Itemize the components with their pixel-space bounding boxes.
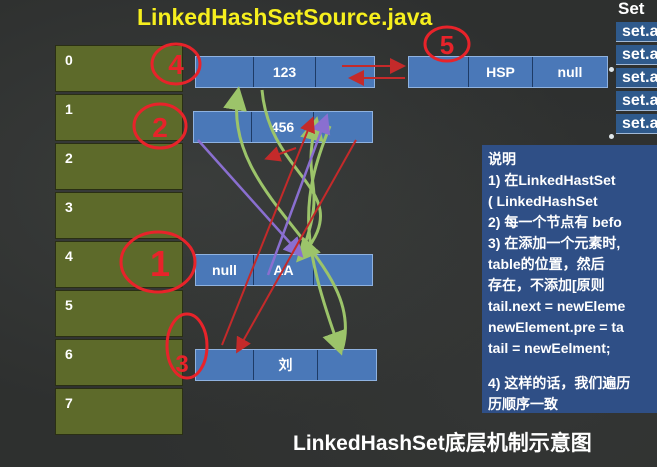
node-aa-before: null — [196, 255, 254, 285]
code-header: Set — [618, 0, 645, 18]
code-line-4: set.a — [616, 91, 657, 111]
node-456-before — [194, 112, 252, 142]
explanation-line: 4) 这样的话，我们遍历 — [488, 375, 631, 391]
table-cell-1: 1 — [55, 94, 183, 141]
diagram-title: LinkedHashSetSource.java — [137, 4, 433, 30]
diagram-footer-caption: LinkedHashSet底层机制示意图 — [293, 432, 592, 455]
node-liu: 刘 — [195, 349, 377, 381]
node-liu-after — [318, 350, 376, 380]
explanation-line: newElement.pre = ta — [488, 319, 624, 335]
explanation-line: table的位置，然后 — [488, 256, 605, 272]
node-456-after — [314, 112, 372, 142]
explanation-line: 1) 在LinkedHastSet — [488, 172, 616, 188]
node-hsp-value: HSP — [469, 57, 533, 87]
node-aa-after — [314, 255, 372, 285]
explanation-line: tail = newEelment; — [488, 340, 611, 356]
code-snippet-panel: Set set.a set.a set.a set.a set.a — [612, 0, 657, 140]
node-456-value: 456 — [252, 112, 314, 142]
code-line-2: set.a — [616, 45, 657, 65]
bullet-dot-icon — [609, 134, 614, 139]
node-hsp: HSP null — [408, 56, 608, 88]
explanation-line: tail.next = newEleme — [488, 298, 626, 314]
table-cell-2: 2 — [55, 143, 183, 190]
node-aa-value: AA — [254, 255, 314, 285]
node-hsp-before — [409, 57, 469, 87]
explanation-line: 3) 在添加一个元素时, — [488, 235, 621, 251]
node-123: 123 — [195, 56, 375, 88]
node-aa: null AA — [195, 254, 373, 286]
explanation-line — [488, 359, 657, 373]
node-liu-before — [196, 350, 254, 380]
explanation-panel: 说明 1) 在LinkedHastSet ( LinkedHashSet 2) … — [482, 145, 657, 413]
table-cell-7: 7 — [55, 388, 183, 435]
node-liu-value: 刘 — [254, 350, 318, 380]
bullet-dot-icon — [609, 67, 614, 72]
node-hsp-next: null — [557, 64, 583, 80]
code-line-5: set.a — [616, 114, 657, 134]
table-cell-3: 3 — [55, 192, 183, 239]
explanation-line: 存在，不添加[原则 — [488, 277, 605, 293]
explanation-line: 2) 每一个节点有 befo — [488, 214, 622, 230]
code-line-1: set.a — [616, 22, 657, 42]
node-123-after — [316, 57, 374, 87]
hash-table: 0 1 2 3 4 5 6 7 — [55, 45, 185, 437]
table-cell-5: 5 — [55, 290, 183, 337]
table-cell-0: 0 — [55, 45, 183, 92]
table-cell-6: 6 — [55, 339, 183, 386]
explanation-line: 历顺序一致 — [488, 396, 558, 412]
code-line-3: set.a — [616, 68, 657, 88]
table-cell-4: 4 — [55, 241, 183, 288]
explanation-heading: 说明 — [488, 151, 516, 167]
node-123-value: 123 — [254, 57, 316, 87]
explanation-line: ( LinkedHashSet — [488, 193, 598, 209]
node-123-before — [196, 57, 254, 87]
node-456: 456 — [193, 111, 373, 143]
